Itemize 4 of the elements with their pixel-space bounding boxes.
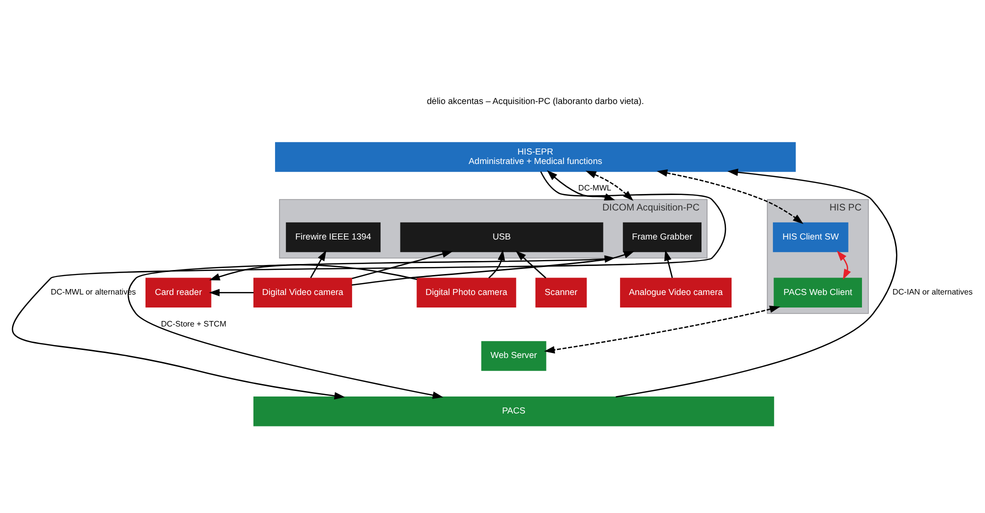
edge-label: DC-MWL (578, 184, 612, 193)
label: dėlio akcentas – Acquisition-PC (laboranto darbo vieta). (426, 96, 644, 106)
edge-label: DC-Store + STCM (161, 319, 226, 328)
edge-label: DC-IAN or alternatives (892, 288, 973, 297)
